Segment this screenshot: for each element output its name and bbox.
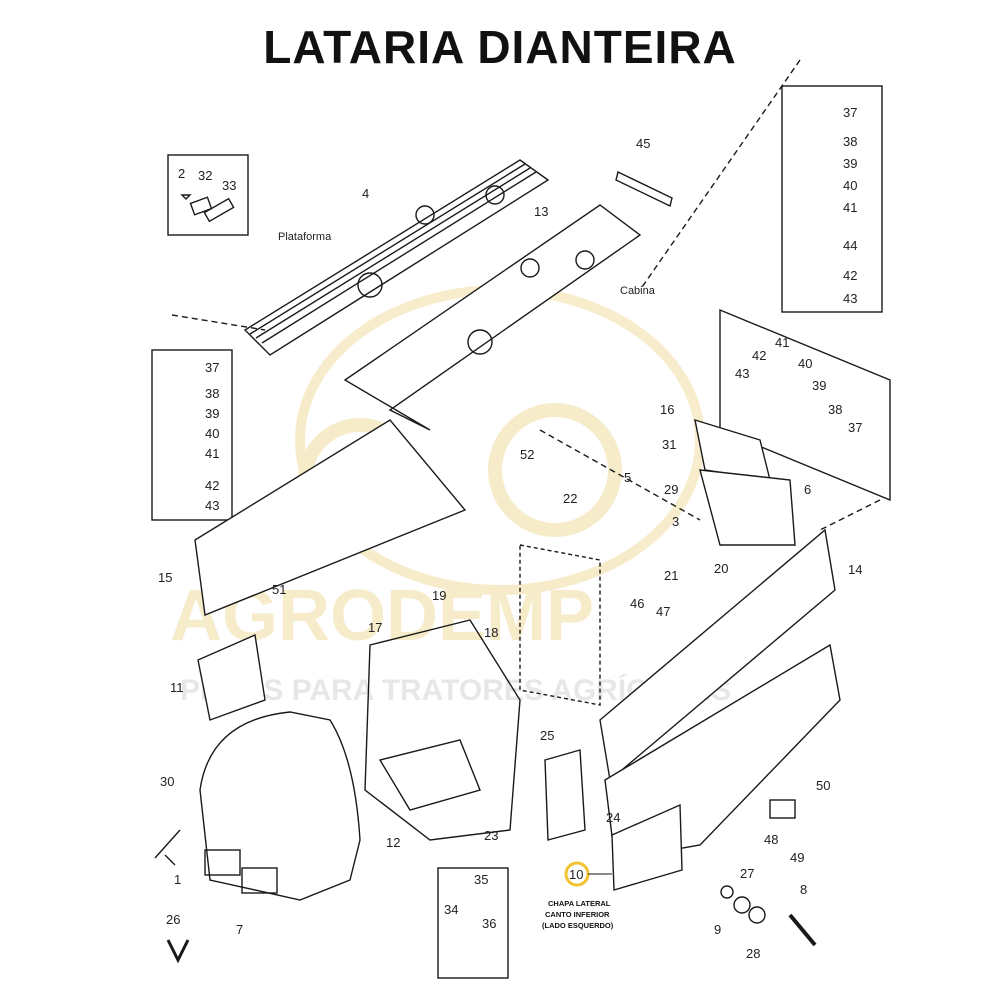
label-47: 47 [656,604,670,619]
label-5: 5 [624,470,631,485]
part-number-labels: 2 32 33 4 Plataforma 13 45 Cabina 37 38 … [158,105,862,961]
cabin-panel [343,204,642,431]
label-16: 16 [660,402,674,417]
label-40-r: 40 [843,178,857,193]
label-31: 31 [662,437,676,452]
mount-box-right [719,308,891,502]
label-14: 14 [848,562,862,577]
label-51: 51 [272,582,286,597]
label-21: 21 [664,568,678,583]
label-19: 19 [432,588,446,603]
label-45: 45 [636,136,650,151]
label-8: 8 [800,882,807,897]
label-37-m: 37 [848,420,862,435]
label-28: 28 [746,946,760,961]
label-23: 23 [484,828,498,843]
page-title: LATARIA DIANTEIRA [263,21,737,73]
hardware-box-left [151,349,233,521]
label-37-r: 37 [843,105,857,120]
callout-number: 10 [569,867,583,882]
label-38-r: 38 [843,134,857,149]
label-42-m: 42 [752,348,766,363]
label-39-r: 39 [843,156,857,171]
side-panel-15 [194,419,467,616]
label-41-r: 41 [843,200,857,215]
label-43-l: 43 [205,498,219,513]
label-20: 20 [714,561,728,576]
label-25: 25 [540,728,554,743]
label-44-r: 44 [843,238,857,253]
part-45 [615,170,673,208]
label-48: 48 [764,832,778,847]
emblem-26 [166,939,190,964]
label-cabina: Cabina [620,285,656,297]
panel-11 [197,633,266,721]
label-36: 36 [482,916,496,931]
label-49: 49 [790,850,804,865]
label-11: 11 [170,680,184,695]
label-24: 24 [606,810,620,825]
label-6: 6 [804,482,811,497]
kit-box-top-left [167,154,249,236]
label-7: 7 [236,922,243,937]
hardware-box-bottom [437,867,509,979]
label-43-m: 43 [735,366,749,381]
part-1 [154,829,181,866]
label-18: 18 [484,625,498,640]
label-17: 17 [368,620,382,635]
label-32: 32 [198,168,212,183]
callout-line-3: (LADO ESQUERDO) [542,921,614,930]
label-38-m: 38 [828,402,842,417]
label-46: 46 [630,596,644,611]
label-33: 33 [222,178,236,193]
label-38-l: 38 [205,386,219,401]
label-29: 29 [664,482,678,497]
label-35: 35 [474,872,488,887]
label-52: 52 [520,447,534,462]
label-26: 26 [166,912,180,927]
label-2: 2 [178,166,185,181]
label-plataforma: Plataforma [278,231,332,243]
hood-30 [199,711,361,901]
label-1: 1 [174,872,181,887]
callout-line-1: CHAPA LATERAL [548,899,611,908]
label-3: 3 [672,514,679,529]
label-40-l: 40 [205,426,219,441]
label-41-m: 41 [775,335,789,350]
label-42-r: 42 [843,268,857,283]
label-27: 27 [740,866,754,881]
label-39-m: 39 [812,378,826,393]
label-42-l: 42 [205,478,219,493]
label-4: 4 [362,186,369,201]
label-13: 13 [534,204,548,219]
part-6 [699,469,796,546]
label-22: 22 [563,491,577,506]
callout-part-10: 10 CHAPA LATERAL CANTO INFERIOR (LADO ES… [542,861,614,930]
label-12: 12 [386,835,400,850]
frame-12 [364,619,521,841]
label-9: 9 [714,922,721,937]
label-37-l: 37 [205,360,219,375]
label-39-l: 39 [205,406,219,421]
callout-line-2: CANTO INFERIOR [545,910,610,919]
label-30: 30 [160,774,174,789]
panel-14 [599,528,836,782]
part-48 [769,799,796,819]
label-43-r: 43 [843,291,857,306]
label-34: 34 [444,902,458,917]
part-10-plate [611,803,683,891]
hardware-box-right [781,85,883,313]
part-8 [788,913,817,947]
label-40-m: 40 [798,356,812,371]
panel-25 [519,544,601,706]
label-15: 15 [158,570,172,585]
label-41-l: 41 [205,446,219,461]
label-50: 50 [816,778,830,793]
watermark-wheel [488,403,622,537]
bracket-24 [544,749,586,841]
